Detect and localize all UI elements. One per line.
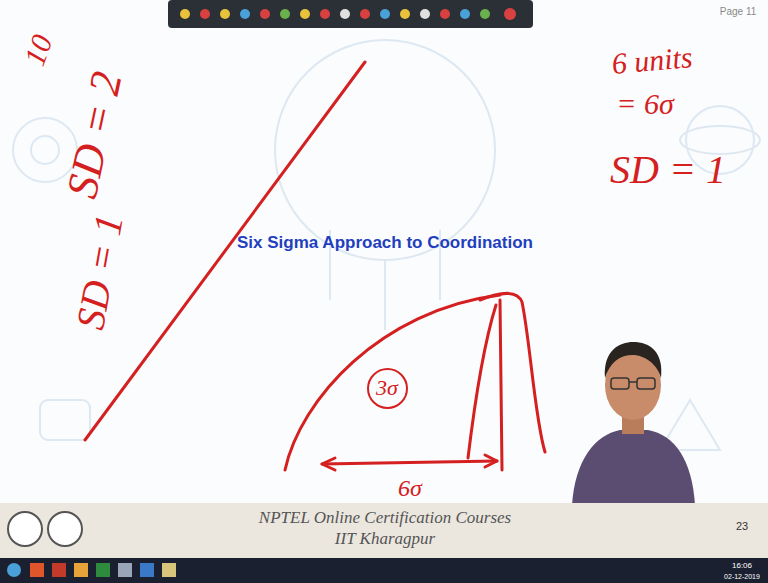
tool-icon: [280, 9, 290, 19]
helmet-icon: [40, 400, 90, 440]
page-number: Page 11: [720, 6, 757, 17]
handwritten-note: SD = 1: [610, 148, 726, 192]
app-icon: [162, 563, 176, 577]
start-icon: [7, 563, 21, 577]
app-icon: [140, 563, 154, 577]
lens: [611, 378, 629, 389]
lens: [637, 378, 655, 389]
app-icon: [30, 563, 44, 577]
tool-icon: [260, 9, 270, 19]
dimension-label: 6σ: [398, 475, 422, 501]
app-icon: [74, 563, 88, 577]
tool-icon: [320, 9, 330, 19]
tool-icon: [504, 8, 516, 20]
footer-text: NPTEL Online Certification Courses: [259, 509, 511, 528]
app-icon: [118, 563, 132, 577]
tool-icon: [440, 9, 450, 19]
handwritten-note: 6 units: [610, 40, 693, 80]
taskbar-icons: [7, 563, 176, 577]
slide-title: Six Sigma Approach to Coordination: [237, 234, 533, 253]
app-icon: [52, 563, 66, 577]
handwritten-note: = 6σ: [616, 87, 674, 120]
tool-icon: [480, 9, 490, 19]
bell-curve-right: [480, 293, 545, 452]
arrow-head: [322, 458, 335, 470]
span-arrow: [322, 461, 497, 464]
slide-number: 23: [736, 520, 748, 532]
logo: [48, 512, 82, 546]
handwritten-note: SD = 2: [58, 68, 132, 203]
tool-icon: [340, 9, 350, 19]
tool-icon: [180, 9, 190, 19]
handwritten-note: 10: [17, 30, 58, 69]
tool-icon: [420, 9, 430, 19]
arrow-head: [485, 455, 497, 467]
handwritten-note: SD = 1: [68, 211, 131, 333]
sketch-stroke: [468, 305, 496, 458]
handwriting: [85, 62, 545, 470]
clock-date: 02-12-2019: [724, 573, 760, 581]
bell-curve-left: [285, 295, 500, 470]
toolbar-icons: [180, 8, 516, 20]
gear-icon: [31, 136, 59, 164]
pen-toolbar: [168, 0, 533, 28]
hair: [605, 342, 662, 378]
app-icon: [96, 563, 110, 577]
tool-icon: [380, 9, 390, 19]
glasses: [611, 378, 655, 389]
circled-note: 3σ: [367, 368, 408, 409]
clock-time: 16:06: [732, 562, 752, 571]
tool-icon: [360, 9, 370, 19]
tool-icon: [200, 9, 210, 19]
footer-text: IIT Kharagpur: [335, 530, 435, 549]
taskbar: [0, 558, 768, 583]
circled-label: 3σ: [376, 376, 398, 400]
tool-icon: [220, 9, 230, 19]
watermark: [13, 40, 760, 450]
bridge: [629, 381, 637, 383]
tool-icon: [300, 9, 310, 19]
footer-band: [0, 503, 768, 558]
shirt: [572, 430, 695, 505]
tool-icon: [400, 9, 410, 19]
tree-outline: [275, 40, 495, 260]
logo: [8, 512, 42, 546]
mean-line: [500, 300, 502, 470]
tool-icon: [460, 9, 470, 19]
presenter: [572, 342, 695, 505]
tool-icon: [240, 9, 250, 19]
